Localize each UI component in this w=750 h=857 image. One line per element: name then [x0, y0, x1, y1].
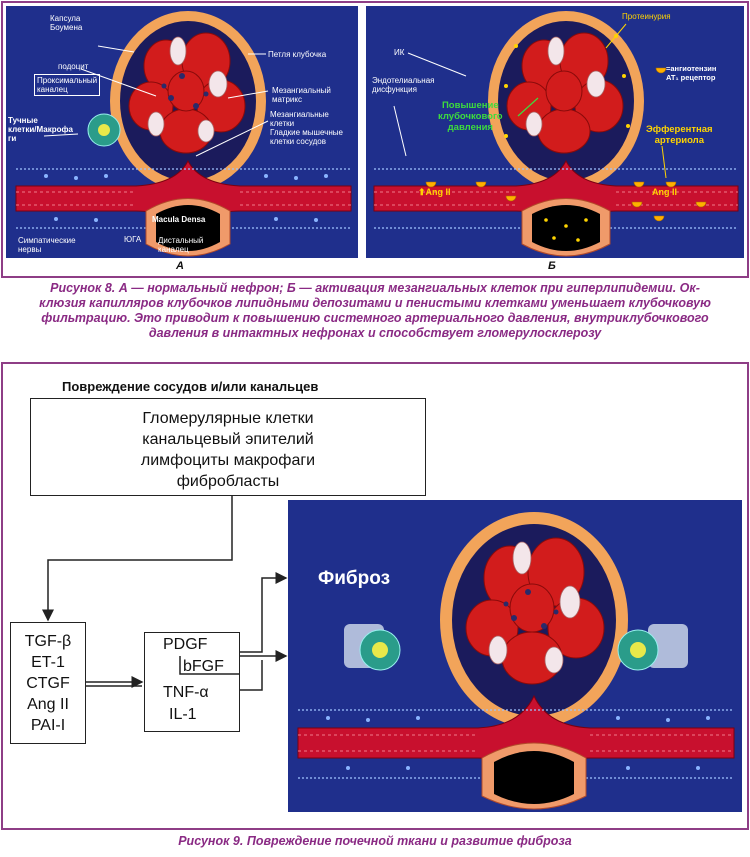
- label-ang-ii-right: Ang II: [652, 187, 677, 197]
- label-endothelial-dysfunction: Эндотелиальная дисфункция: [372, 76, 435, 94]
- label-proteinuria: Протеинурия: [622, 12, 671, 21]
- label-podocyte: подоцит: [58, 62, 89, 71]
- cell-types-box: Гломерулярные клетки канальцевый эпители…: [30, 398, 426, 496]
- panel-b-letter: Б: [548, 260, 556, 272]
- figure9-caption: Рисунок 9. Повреждение почечной ткани и …: [178, 834, 572, 848]
- label-jga: ЮГА: [124, 235, 142, 244]
- label-proximal-tubule: Проксимальный каналец: [34, 74, 101, 96]
- growth-factors-box: PDGF bFGF TNF-α IL-1: [144, 632, 240, 732]
- label-ang-ii-left: ⬆Ang II: [418, 187, 451, 197]
- label-glomerular-loop: Петля клубочка: [268, 50, 327, 59]
- fibrosis-illustration: [297, 512, 735, 810]
- label-bowman-capsule: Капсула Боумена: [50, 14, 83, 32]
- panel-a-illustration: [15, 11, 352, 257]
- label-mast-cells: Тучные клетки/Макрофа ги: [8, 116, 73, 143]
- fibrosis-panel: Фиброз: [288, 500, 742, 812]
- figure9-heading: Повреждение сосудов и/или канальцев: [62, 379, 319, 394]
- panel-a-letter: А: [176, 260, 184, 272]
- figure9-frame: [1, 362, 749, 830]
- label-mesangial-cells: Мезангиальные клетки Гладкие мышечные кл…: [270, 110, 343, 146]
- label-sympathetic-nerves: Симпатические нервы: [18, 236, 76, 254]
- growth-factor-il1: IL-1: [169, 706, 197, 723]
- growth-factor-tnf: TNF-α: [163, 684, 209, 701]
- label-macula-densa: Macula Densa: [152, 215, 206, 224]
- figure8-caption: Рисунок 8. А — нормальный нефрон; Б — ак…: [39, 281, 711, 340]
- label-mesangial-matrix: Мезангиальный матрикс: [272, 86, 331, 104]
- figure8-frame: [1, 1, 749, 278]
- label-angiotensin-receptor: =ангиотензин AT₁ рецептор: [666, 64, 717, 82]
- label-ik: ИК: [394, 48, 405, 57]
- label-efferent-arteriole: Эфферентная артериола: [646, 124, 713, 146]
- panel-b-mesangial-activation: Протеинурия ИК Эндотелиальная дисфункция…: [366, 6, 744, 258]
- panel-a-normal-nephron: Капсула Боумена подоцит Проксимальный ка…: [6, 6, 358, 258]
- panel-b-illustration: [373, 11, 739, 257]
- growth-factor-bfgf: bFGF: [183, 658, 224, 675]
- factors-box: TGF-β ET-1 CTGF Ang II PAI-I: [10, 622, 86, 744]
- label-distal-tubule: Дистальный каналец: [158, 236, 204, 254]
- label-glomerular-pressure: Повышение клубочкового давления: [438, 100, 503, 133]
- fibrosis-label: Фиброз: [318, 568, 391, 589]
- growth-factor-pdgf: PDGF: [163, 636, 208, 653]
